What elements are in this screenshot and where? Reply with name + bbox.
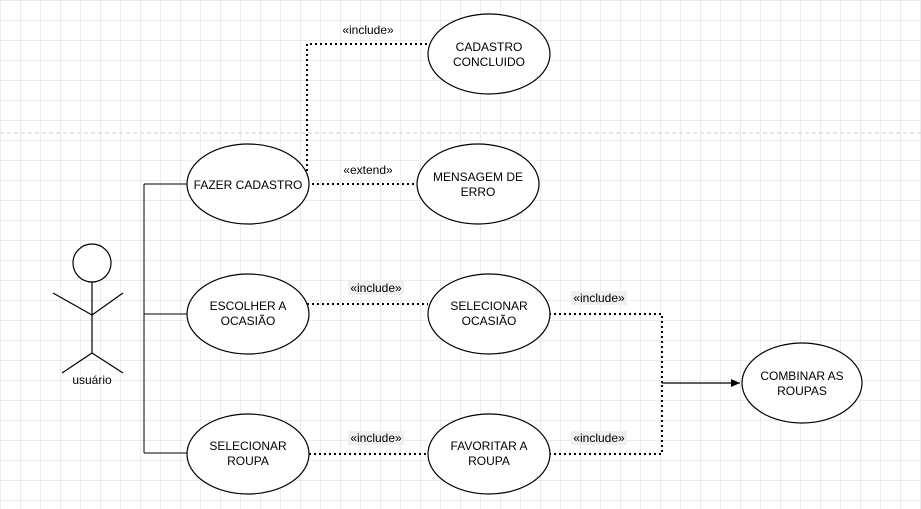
actor-leg-right <box>91 352 124 374</box>
include-label-escolher: «include» <box>350 281 402 295</box>
use-case-label: OCASIÃO <box>221 314 276 328</box>
use-case-label: ROUPAS <box>777 384 827 398</box>
include-line-from-favoritar <box>549 383 663 455</box>
use-case-label: OCASIÃO <box>462 314 517 328</box>
use-case-label: ROUPA <box>227 454 269 468</box>
use-case-label: SELECIONAR <box>450 299 528 313</box>
label-bg <box>571 431 627 445</box>
relation-lines <box>306 43 663 455</box>
include-label-cadastro: «include» <box>342 23 394 37</box>
use-case-combinar-roupas[interactable]: COMBINAR AS ROUPAS <box>741 342 863 424</box>
use-case-label: ERRO <box>461 185 496 199</box>
use-case-selecionar-ocasiao[interactable]: SELECIONAR OCASIÃO <box>427 273 551 355</box>
use-case-label: FAZER CADASTRO <box>194 178 303 192</box>
actor-leg-left <box>61 352 93 374</box>
use-case-label: CONCLUIDO <box>453 55 525 69</box>
use-case-label: ROUPA <box>468 454 510 468</box>
use-case-label: SELECIONAR <box>209 439 287 453</box>
use-case-label: FAVORITAR A <box>451 439 528 453</box>
include-line-from-selecionar-ocasiao <box>549 313 663 383</box>
actor-arms-right <box>91 292 124 316</box>
use-case-fazer-cadastro[interactable]: FAZER CADASTRO <box>186 143 310 225</box>
actor-arms-left <box>52 292 93 316</box>
actor-associations <box>143 183 187 454</box>
use-case-cadastro-concluido[interactable]: CADASTRO CONCLUIDO <box>427 13 551 95</box>
relation-labels: «include» «extend» «include» «include» «… <box>342 23 627 445</box>
actor-usuario[interactable]: usuário <box>52 243 124 387</box>
include-label-selecionar-ocasiao: «include» <box>573 291 625 305</box>
label-bg <box>348 431 404 445</box>
actor-label: usuário <box>72 373 112 387</box>
label-bg <box>348 281 404 295</box>
use-case-mensagem-erro[interactable]: MENSAGEM DE ERRO <box>416 143 540 225</box>
include-label-favoritar: «include» <box>573 431 625 445</box>
include-line-cadastro-concluido <box>306 43 430 181</box>
use-case-label: COMBINAR AS <box>760 369 843 383</box>
use-case-favoritar-roupa[interactable]: FAVORITAR A ROUPA <box>427 413 551 495</box>
use-case-selecionar-roupa[interactable]: SELECIONAR ROUPA <box>186 413 310 495</box>
use-case-label: CADASTRO <box>456 40 523 54</box>
label-bg <box>571 291 627 305</box>
actor-head <box>72 243 112 283</box>
use-case-label: MENSAGEM DE <box>433 170 523 184</box>
include-label-selecionar-roupa: «include» <box>350 431 402 445</box>
use-case-label: ESCOLHER A <box>210 299 287 313</box>
extend-label-mensagem: «extend» <box>343 163 393 177</box>
use-case-escolher-ocasiao[interactable]: ESCOLHER A OCASIÃO <box>186 273 310 355</box>
